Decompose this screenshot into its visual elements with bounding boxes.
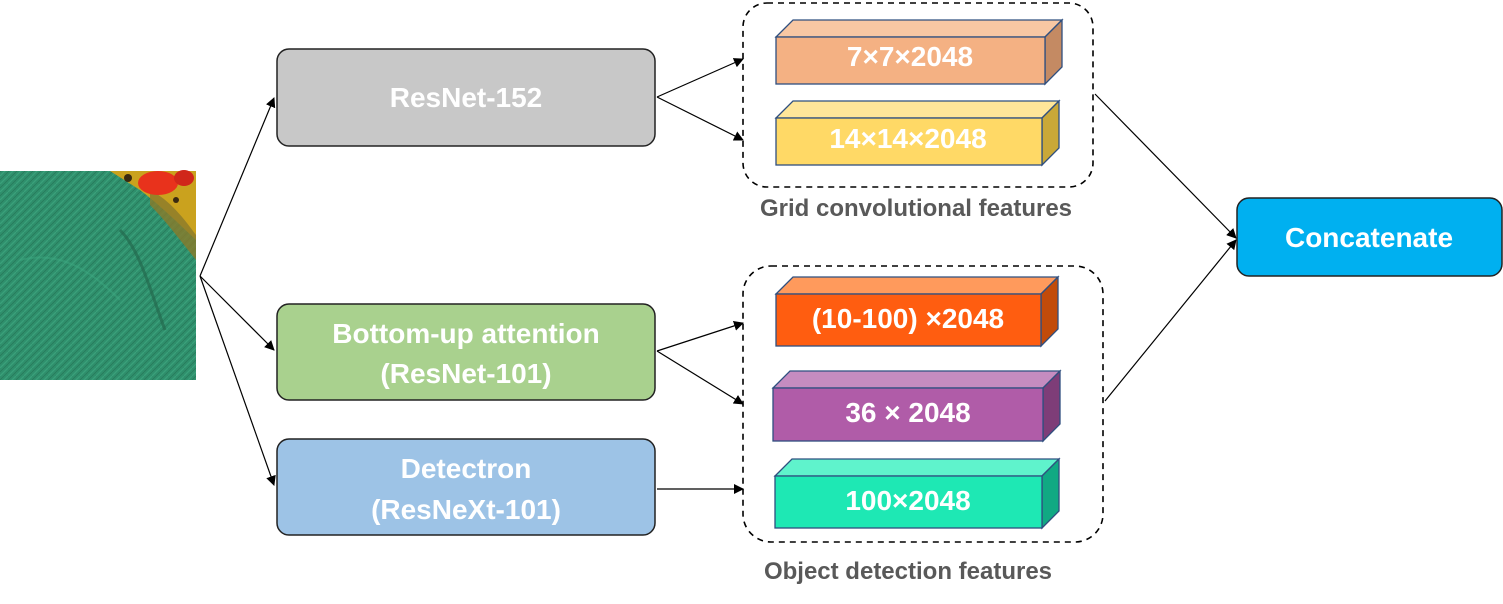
grid-features-caption: Grid convolutional features [760, 195, 1072, 222]
feature-label-7x7: 7×7×2048 [847, 41, 973, 72]
object-features-caption: Object detection features [764, 558, 1052, 585]
backbone-detectron: Detectron (ResNeXt-101) [276, 438, 656, 536]
feature-block-7x7: 7×7×2048 [774, 18, 1064, 86]
input-image [0, 170, 196, 380]
feature-block-14x14: 14×14×2048 [774, 99, 1061, 167]
concat-arrows [1094, 93, 1237, 402]
feature-label-100: 100×2048 [845, 485, 970, 516]
feature-block-10-100: (10-100) ×2048 [774, 275, 1060, 348]
arrow-bottom-up-to-obj-10-100 [656, 321, 744, 352]
arrow-resnet152-to-grid-7 [656, 58, 744, 98]
detectron-label-line2: (ResNeXt-101) [371, 494, 561, 525]
feature-block-100: 100×2048 [773, 457, 1061, 530]
arrow-bottom-up-to-obj-36 [656, 350, 744, 405]
detectron-label-line1: Detectron [401, 453, 532, 484]
arrow-image-to-bottom-up [199, 275, 275, 351]
object-features-group: (10-100) ×2048 36 × 2048 100×2048 Object… [742, 265, 1104, 585]
object-features-frame [742, 265, 1104, 543]
arrow-image-to-resnet152 [199, 97, 276, 277]
arrow-resnet152-to-grid-14 [656, 96, 744, 141]
feature-label-10-100: (10-100) ×2048 [812, 303, 1004, 334]
detectron-box [276, 438, 656, 536]
backbone-bottom-up: Bottom-up attention (ResNet-101) [276, 303, 656, 401]
image-arrows [199, 97, 276, 486]
arrow-object-to-concatenate [1104, 239, 1237, 402]
concatenate-box [1236, 197, 1503, 277]
bottom-up-box [276, 303, 656, 401]
arrow-grid-to-concatenate [1094, 93, 1237, 239]
concatenate-node: Concatenate [1236, 197, 1503, 277]
feature-label-36: 36 × 2048 [845, 397, 970, 428]
resnet152-label: ResNet-152 [390, 82, 543, 113]
backbone-resnet152: ResNet-152 [276, 48, 656, 147]
feature-label-14x14: 14×14×2048 [829, 123, 986, 154]
concatenate-label: Concatenate [1285, 222, 1453, 253]
backbone-arrows [656, 58, 744, 494]
feature-block-36: 36 × 2048 [771, 369, 1062, 443]
bottom-up-label-line1: Bottom-up attention [332, 318, 600, 349]
grid-features-frame [742, 2, 1094, 188]
bottom-up-label-line2: (ResNet-101) [380, 358, 551, 389]
resnet152-box [276, 48, 656, 147]
grid-features-group: 7×7×2048 14×14×2048 Grid convolutional f… [742, 2, 1094, 222]
arrow-image-to-detectron [199, 275, 276, 486]
